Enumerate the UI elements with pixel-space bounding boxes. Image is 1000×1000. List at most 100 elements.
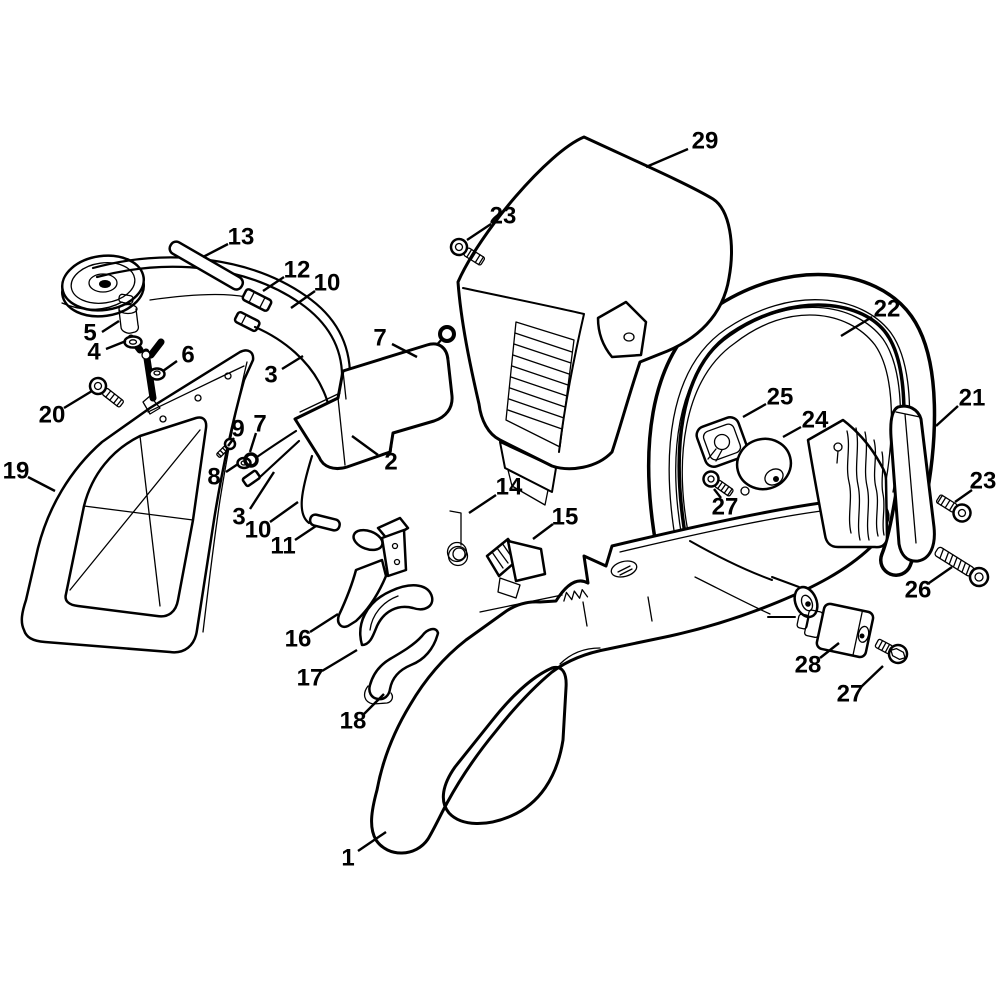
part-label-7: 7 xyxy=(373,325,386,352)
part-label-5: 5 xyxy=(83,320,96,347)
cable-sleeve-tube-13 xyxy=(168,240,245,291)
leader-line-part-8 xyxy=(225,463,239,473)
leader-line-part-5 xyxy=(101,319,120,334)
leader-line-part-10 xyxy=(269,501,299,523)
leader-line-part-3 xyxy=(248,471,276,510)
ring-terminal xyxy=(438,325,456,343)
part-label-7: 7 xyxy=(253,411,266,438)
part-label-26: 26 xyxy=(905,577,932,604)
interlock-lever xyxy=(359,584,434,647)
part-label-27: 27 xyxy=(837,681,864,708)
leader-line-part-12 xyxy=(262,276,285,292)
part-label-10: 10 xyxy=(314,270,341,297)
ignition-module xyxy=(241,325,456,532)
leader-line-part-16 xyxy=(309,612,339,634)
lever-18 xyxy=(363,627,440,705)
part-label-13: 13 xyxy=(228,224,255,251)
part-label-22: 22 xyxy=(874,296,901,323)
cap-5 xyxy=(118,303,140,334)
part-label-28: 28 xyxy=(795,652,822,679)
part-label-2: 2 xyxy=(384,449,397,476)
part-label-6: 6 xyxy=(181,342,194,369)
part-label-17: 17 xyxy=(297,665,324,692)
leader-line-part-9 xyxy=(227,437,235,447)
leader-line-part-4 xyxy=(105,339,127,351)
leader-line-part-3 xyxy=(281,354,304,371)
leader-line-part-19 xyxy=(27,475,56,493)
cover-plate-25 xyxy=(695,416,749,468)
leader-line-part-29 xyxy=(645,147,689,169)
throttle-trigger xyxy=(336,516,410,628)
part-label-27: 27 xyxy=(712,494,739,521)
buffer-28 xyxy=(796,602,875,659)
leader-line-part-1 xyxy=(357,831,387,852)
leader-line-part-23 xyxy=(954,489,973,503)
part-label-11: 11 xyxy=(270,533,295,560)
part-label-9: 9 xyxy=(231,416,244,443)
cover-bracket xyxy=(596,300,648,359)
part-label-3: 3 xyxy=(264,362,277,389)
leader-line-part-10 xyxy=(290,290,316,309)
leader-line-part-24 xyxy=(782,425,802,439)
part-label-8: 8 xyxy=(207,464,220,491)
screw-27-upper xyxy=(702,470,734,497)
leader-line-part-2 xyxy=(351,435,379,456)
part-label-16: 16 xyxy=(285,626,312,653)
screw-23-top xyxy=(449,237,486,266)
handle-molding-bracket xyxy=(806,418,889,549)
screw-20 xyxy=(88,376,124,408)
top-cover-shroud xyxy=(456,135,733,506)
leader-line-part-7 xyxy=(248,432,258,453)
cable-end-sleeve-11 xyxy=(308,513,341,532)
leader-line-part-26 xyxy=(928,566,953,584)
cable-ferrule xyxy=(233,310,261,333)
leader-line-part-27 xyxy=(860,665,884,688)
leader-line-part-27 xyxy=(713,488,722,499)
round-cap-24 xyxy=(735,437,793,496)
part-label-10: 10 xyxy=(245,517,272,544)
part-label-18: 18 xyxy=(340,708,367,735)
washer-4 xyxy=(123,335,143,349)
leader-line-part-23 xyxy=(466,223,492,241)
part-label-25: 25 xyxy=(767,384,794,411)
screw-23-right xyxy=(935,494,972,523)
leader-line-part-15 xyxy=(532,523,554,540)
switch-assembly xyxy=(485,537,547,599)
leader-line-part-7 xyxy=(391,342,418,359)
part-label-15: 15 xyxy=(552,504,579,531)
leader-line-part-14 xyxy=(468,494,497,514)
leader-line-part-6 xyxy=(162,360,178,372)
part-label-19: 19 xyxy=(3,458,30,485)
part-label-3: 3 xyxy=(232,504,245,531)
part-label-23: 23 xyxy=(490,203,517,230)
part-label-21: 21 xyxy=(959,385,986,412)
part-label-23: 23 xyxy=(970,468,997,495)
part-label-12: 12 xyxy=(284,257,311,284)
leader-line-part-11 xyxy=(294,525,317,541)
leader-line-part-13 xyxy=(202,242,229,259)
part-label-29: 29 xyxy=(692,128,719,155)
handle-grip-end xyxy=(889,404,936,563)
part-label-24: 24 xyxy=(802,407,829,434)
spring-14 xyxy=(446,510,469,567)
screw-26 xyxy=(934,546,990,588)
leader-line-part-18 xyxy=(363,693,385,715)
part-label-1: 1 xyxy=(341,845,354,872)
leader-line-part-20 xyxy=(63,389,93,410)
screw-27-lower xyxy=(874,638,909,665)
leader-line-part-28 xyxy=(819,642,840,659)
ring-terminal xyxy=(243,452,259,468)
front-hand-guard xyxy=(20,349,255,654)
part-label-14: 14 xyxy=(496,474,523,501)
leader-line-part-22 xyxy=(840,315,873,338)
nut-6 xyxy=(148,367,166,381)
spade-terminal xyxy=(241,469,261,488)
starter-rope-rotor xyxy=(60,254,146,318)
leader-line-part-25 xyxy=(742,402,767,419)
leader-line-part-17 xyxy=(321,648,358,673)
leader-line-part-21 xyxy=(935,405,959,427)
cable-ferrule-12 xyxy=(241,288,273,312)
